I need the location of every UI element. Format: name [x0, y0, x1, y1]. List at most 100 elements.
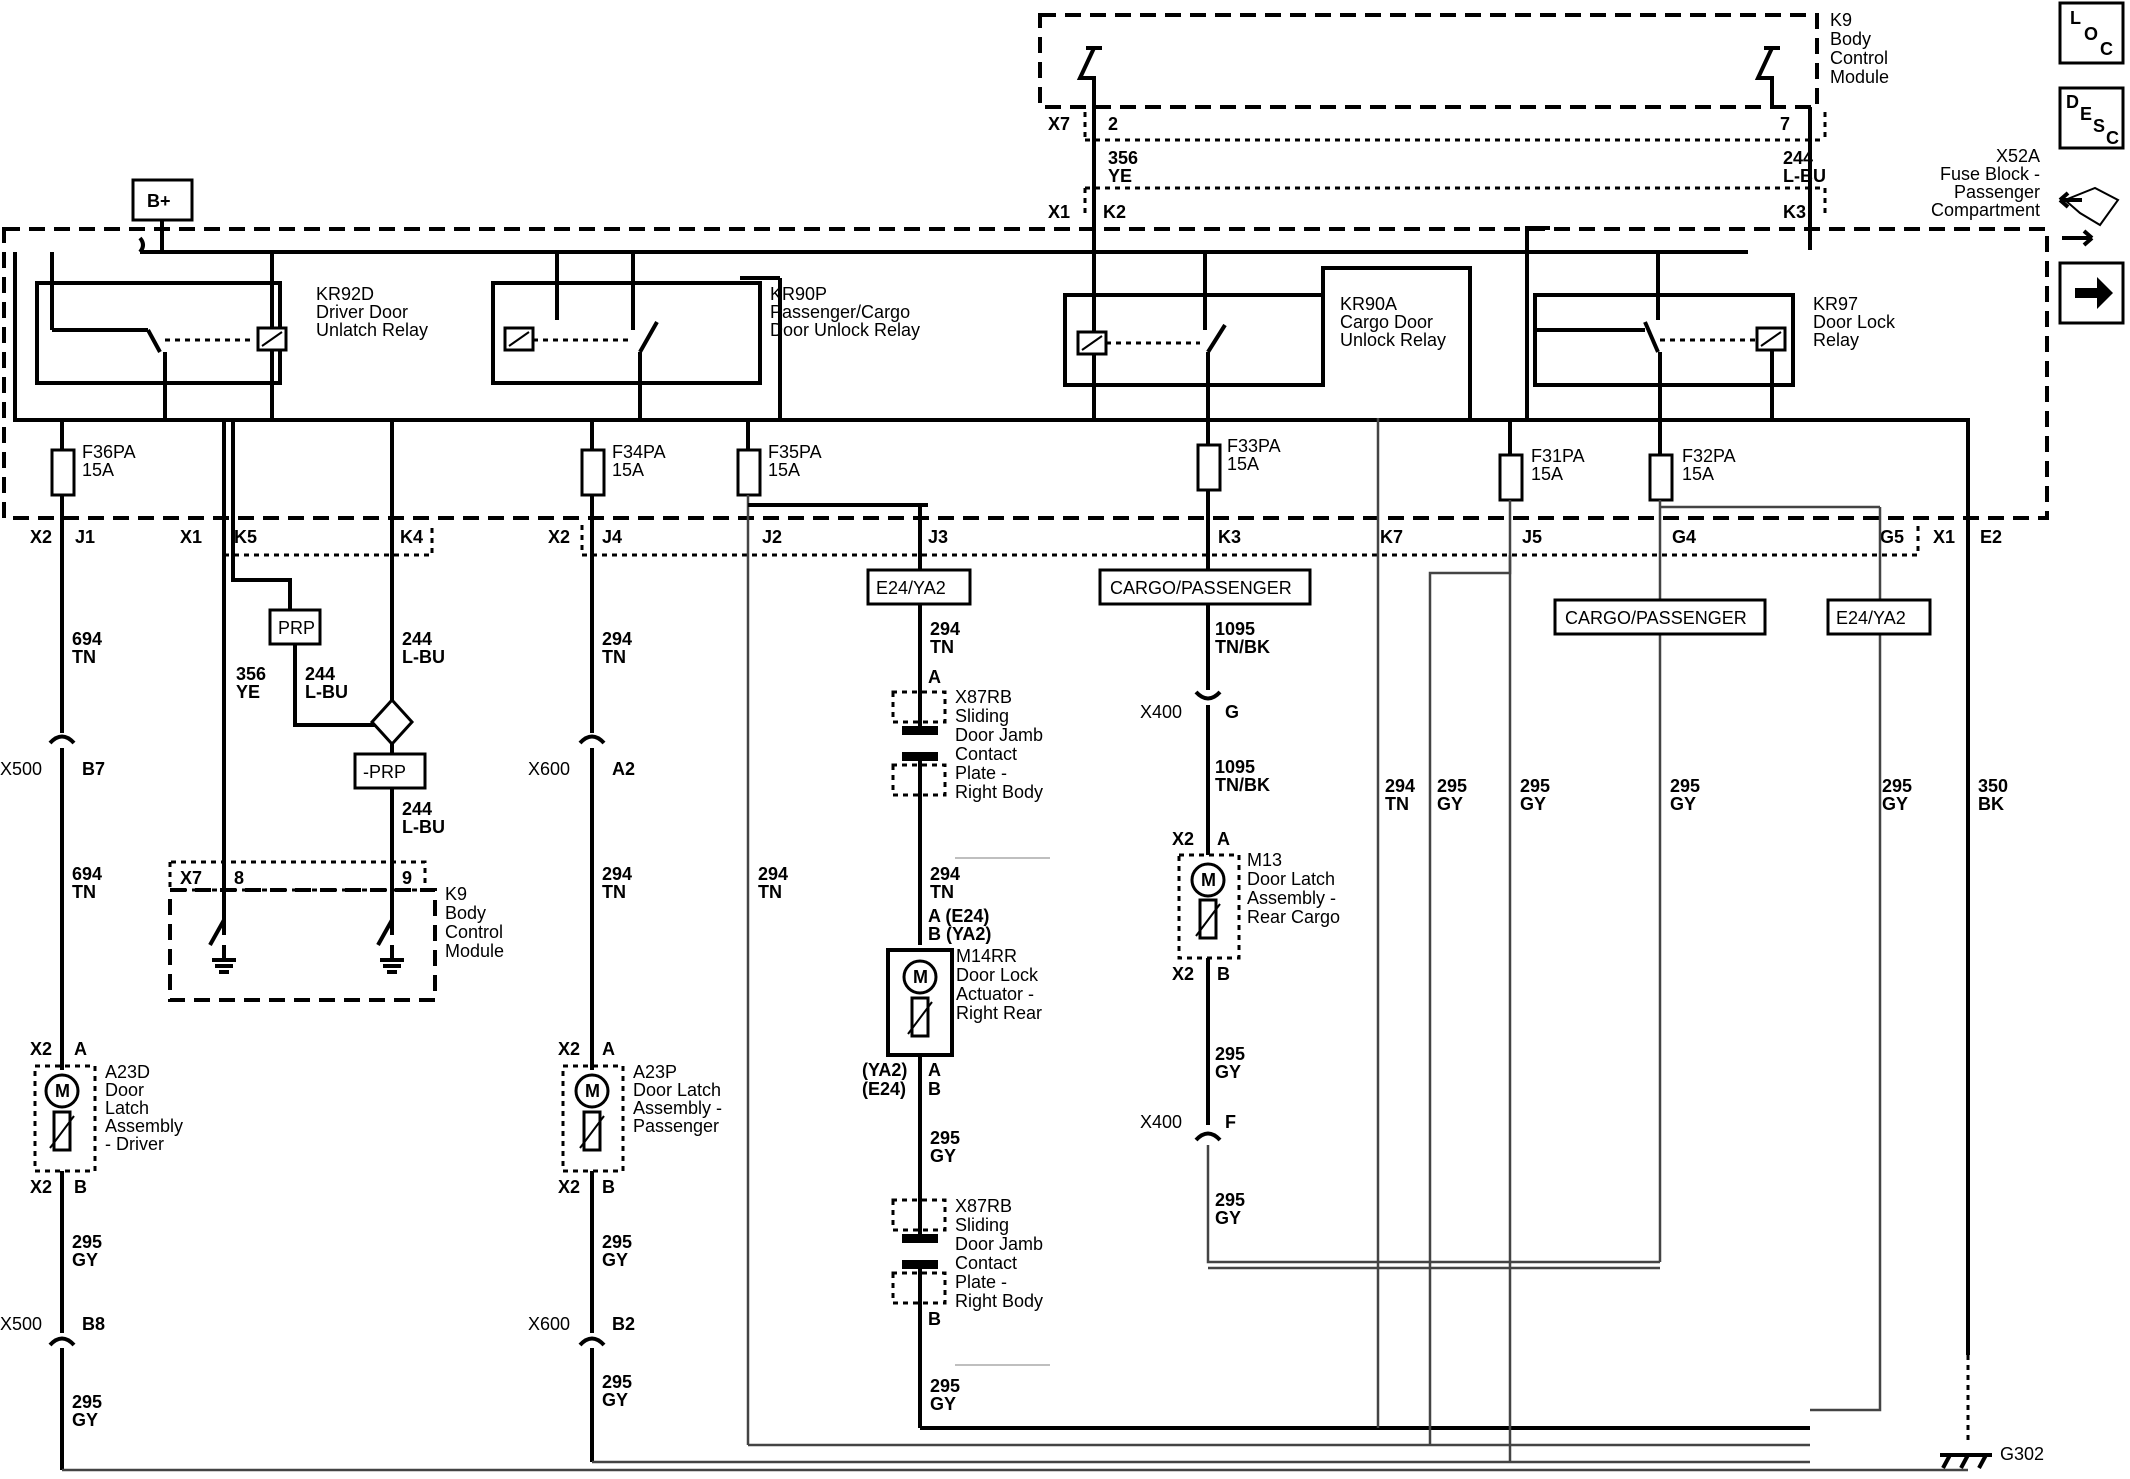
arrow-right-icon[interactable]	[2058, 261, 2125, 325]
svg-text:KR90A: KR90A	[1340, 294, 1397, 314]
x87rb-b	[891, 1198, 947, 1428]
bcm-bottom-switch-8	[208, 905, 236, 974]
relay-kr97	[1533, 293, 1795, 387]
svg-text:A23P: A23P	[633, 1062, 677, 1082]
svg-text:Passenger/Cargo: Passenger/Cargo	[770, 302, 910, 322]
relay-kr97-label: KR97 Door Lock Relay	[1813, 294, 1896, 350]
svg-text:X1: X1	[1933, 527, 1955, 547]
svg-text:K3: K3	[1218, 527, 1241, 547]
x500-b: X500	[0, 1314, 42, 1334]
svg-text:15A: 15A	[768, 460, 800, 480]
option-prp	[268, 608, 322, 646]
svg-text:295: 295	[1670, 776, 1700, 796]
bcm-bottom-box	[168, 888, 437, 1002]
svg-text:TN/BK: TN/BK	[1215, 775, 1270, 795]
svg-text:TN: TN	[758, 882, 782, 902]
svg-text:BK: BK	[1978, 794, 2004, 814]
svg-text:K4: K4	[400, 527, 423, 547]
option-cargo-passenger-a	[1098, 568, 1312, 606]
svg-text:K9: K9	[1830, 10, 1852, 30]
svg-text:G4: G4	[1672, 527, 1696, 547]
b-plus-label: B+	[147, 191, 171, 211]
connector-x600-a2	[578, 734, 606, 745]
m13-conn-b: X2	[1172, 964, 1194, 984]
svg-text:Passenger: Passenger	[633, 1116, 719, 1136]
m13-pin-b: B	[1217, 964, 1230, 984]
svg-text:YE: YE	[236, 682, 260, 702]
connector-x500-b8	[48, 1336, 76, 1347]
svg-text:694: 694	[72, 864, 102, 884]
loc-icon[interactable]: L O C	[2058, 1, 2125, 65]
svg-text:X1: X1	[180, 527, 202, 547]
relay-kr92d	[35, 281, 282, 385]
svg-text:Door Latch: Door Latch	[633, 1080, 721, 1100]
x500-a: X500	[0, 759, 42, 779]
a23d-box	[33, 1064, 97, 1173]
svg-text:Relay: Relay	[1813, 330, 1859, 350]
a23p-conn-b: X2	[558, 1177, 580, 1197]
m14rr-pin-c2: A	[928, 1060, 941, 1080]
bcm-top-pin-7: 7	[1780, 114, 1790, 134]
svg-text:F36PA: F36PA	[82, 442, 136, 462]
loc-c: C	[2100, 39, 2113, 59]
svg-text:295: 295	[930, 1128, 960, 1148]
svg-text:X87RB: X87RB	[955, 687, 1012, 707]
m14rr-pin-c: (YA2)	[862, 1060, 907, 1080]
wire-295-gy-i	[1428, 500, 1512, 1445]
svg-text:GY: GY	[930, 1146, 956, 1166]
x1-top-conn: X1	[1048, 202, 1070, 222]
svg-text:Actuator -: Actuator -	[956, 984, 1034, 1004]
desc-icon[interactable]: D E S C	[2058, 86, 2125, 150]
svg-text:Control: Control	[1830, 48, 1888, 68]
svg-text:Contact: Contact	[955, 1253, 1017, 1273]
loc-o: O	[2084, 24, 2098, 44]
svg-text:G5: G5	[1880, 527, 1904, 547]
svg-text:350: 350	[1978, 776, 2008, 796]
relay-kr90a	[1063, 293, 1325, 387]
svg-text:X87RB: X87RB	[955, 1196, 1012, 1216]
wire-295-gy-g5	[1810, 507, 1882, 1412]
svg-text:Sliding: Sliding	[955, 706, 1009, 726]
connector-row: X2 J1 X1 K5 K4 X2 J4 J2 J3 K3 K7 J5 G4 G…	[30, 527, 2002, 547]
pin-a2: A2	[612, 759, 635, 779]
svg-text:GY: GY	[1215, 1062, 1241, 1082]
relay-kr90p-label: KR90P Passenger/Cargo Door Unlock Relay	[770, 284, 920, 340]
connector-icon[interactable]	[2058, 186, 2120, 247]
splice-diamond	[369, 697, 415, 747]
bcm-top-box	[1038, 13, 1819, 109]
svg-text:Right Body: Right Body	[955, 782, 1043, 802]
connector-x400-g	[1194, 690, 1222, 701]
b-plus-box	[131, 178, 194, 222]
svg-text:K5: K5	[234, 527, 257, 547]
svg-text:TN: TN	[930, 637, 954, 657]
pin-b7: B7	[82, 759, 105, 779]
pin-b8: B8	[82, 1314, 105, 1334]
svg-text:J2: J2	[762, 527, 782, 547]
svg-text:Module: Module	[1830, 67, 1889, 87]
svg-text:G302: G302	[2000, 1444, 2044, 1464]
svg-text:M14RR: M14RR	[956, 946, 1017, 966]
svg-text:E2: E2	[1980, 527, 2002, 547]
connector-x500-b7	[48, 734, 76, 745]
svg-text:CARGO/PASSENGER: CARGO/PASSENGER	[1565, 608, 1747, 628]
bcm-top-pin-2: 2	[1108, 114, 1118, 134]
svg-text:356: 356	[236, 664, 266, 684]
svg-text:Assembly -: Assembly -	[1247, 888, 1336, 908]
connector-x600-b2	[578, 1336, 606, 1347]
a23d-pin-b: B	[74, 1177, 87, 1197]
m14rr-motor	[902, 959, 938, 995]
svg-text:Plate -: Plate -	[955, 1272, 1007, 1292]
a23d-pin-a: A	[74, 1039, 87, 1059]
